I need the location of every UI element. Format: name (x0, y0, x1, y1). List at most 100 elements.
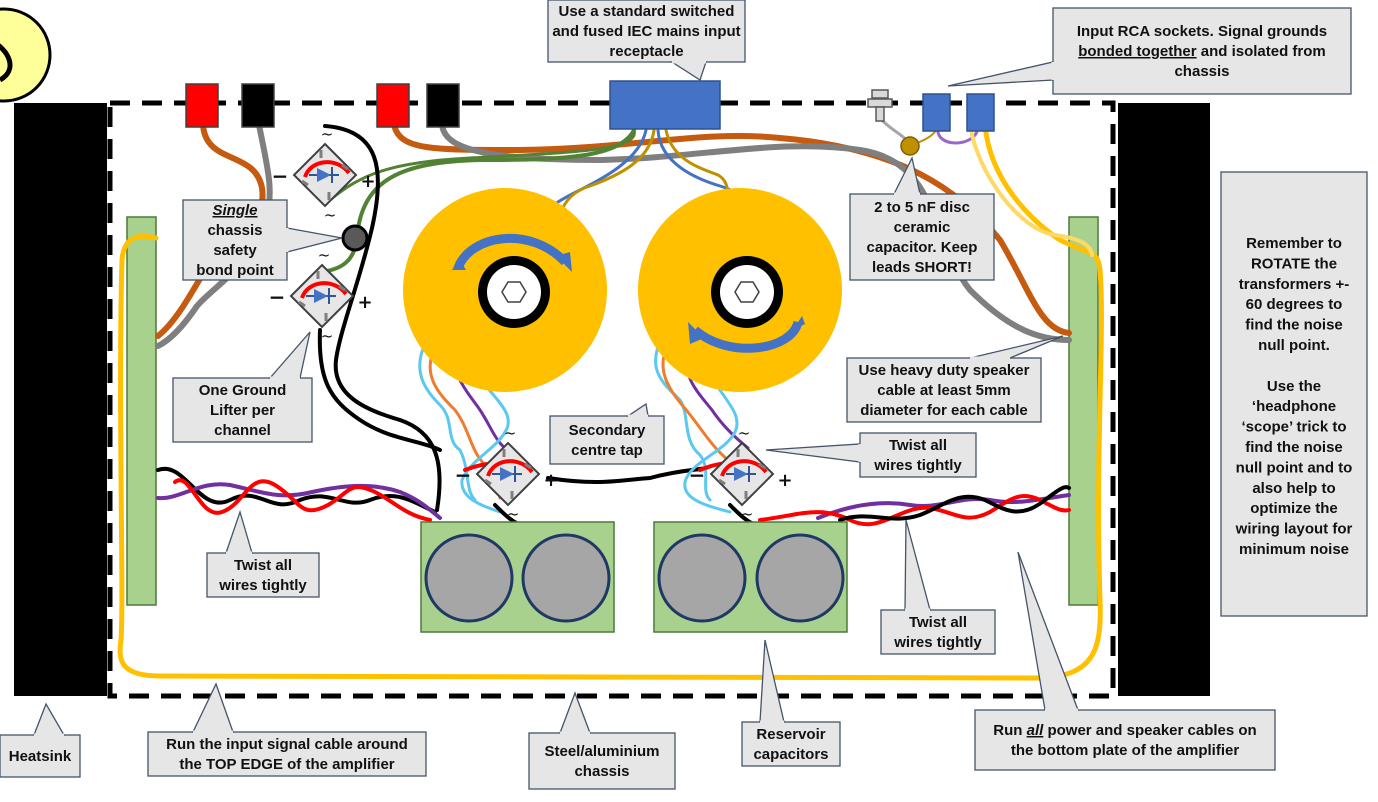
callout-text-line: Twist all (909, 614, 967, 631)
callout-text-line: the TOP EDGE of the amplifier (179, 756, 394, 773)
rectifier-pin (524, 462, 532, 470)
toroidal-transformer-left (403, 188, 607, 392)
callout-pointer (669, 61, 707, 81)
callout-text-line: ‘scope’ trick to (1241, 419, 1346, 436)
rectifier-ac-label: ~ (738, 424, 751, 442)
callout-box (741, 721, 841, 767)
callout-text-line: leads SHORT! (872, 259, 972, 276)
callout-text-line: Use heavy duty speaker (859, 362, 1030, 379)
callout-box (859, 432, 977, 478)
rectifier-lead-red (720, 459, 768, 477)
callout-text-line: chassis (207, 222, 262, 239)
rectifier-ac-label: ~ (507, 505, 520, 523)
callout-box (547, 0, 746, 63)
wire-sec-lightblue-3 (654, 336, 712, 502)
callout-pointer (286, 227, 343, 253)
callout-pointer (33, 702, 66, 736)
callout-text-line: 2 to 5 nF disc (874, 199, 970, 216)
callout-text-line: chassis (1174, 63, 1229, 80)
wire-twist-left-purple (156, 482, 442, 520)
smiley-icon (0, 7, 52, 103)
callout-text-line: Run all power and speaker cables on (993, 722, 1256, 739)
wire-primary-tan-1 (558, 128, 656, 217)
callout-text-line: capacitors (753, 746, 828, 763)
speaker-terminal-left-black (241, 83, 275, 128)
rectifier-pin (298, 300, 306, 308)
wire-ground-black-2 (317, 328, 442, 452)
rectifier-lead-red (486, 459, 534, 477)
rectifier-pin (341, 163, 349, 171)
callout-text-line: safety (213, 242, 257, 259)
rectifier-left-upper: ~~−+ (272, 125, 376, 224)
callout-text-line: optimize the (1250, 500, 1338, 517)
rectifier-pin (338, 284, 346, 292)
rectifier-lead-red (303, 160, 351, 178)
rca-socket-2 (966, 93, 995, 132)
wire-signal-yellow-2 (968, 123, 1094, 257)
wire-earth-green (318, 128, 636, 274)
callout-iec: Use a standard switched and fused IEC mai… (547, 0, 746, 81)
callout-text-line: Steel/aluminium (544, 743, 659, 760)
disc-ceramic-capacitor (900, 136, 920, 156)
callout-text-line: minimum noise (1239, 541, 1349, 558)
callout-pointer (765, 443, 861, 463)
chassis-outline (107, 100, 1116, 699)
callout-text-line: ROTATE the (1251, 255, 1337, 272)
callout-text-line: Run the input signal cable around (166, 736, 408, 753)
callout-input-cable: Run the input signal cable around the TOP… (147, 682, 427, 777)
wire-sec-lightblue-1 (418, 336, 477, 502)
rectifier-minus-label: − (455, 463, 472, 487)
callout-text-line: Twist all (234, 557, 292, 574)
callout-text-line: Use the (1267, 378, 1321, 395)
smiley-icon-detail (0, 43, 13, 83)
callout-text-line: and fused IEC mains input (552, 23, 740, 40)
chassis-bond-point (341, 224, 369, 252)
callout-text-line: bonded together and isolated from (1078, 43, 1326, 60)
wire-twist-right-black (838, 485, 1071, 522)
callout-text-line: Reservoir (756, 726, 825, 743)
callout-rca: Input RCA sockets. Signal grounds bonded … (947, 7, 1352, 95)
callout-text-line: Heatsink (9, 748, 72, 765)
rectifier-ac-label: ~ (321, 125, 334, 143)
callout-box (147, 731, 427, 777)
rotate-arrow-icon (453, 233, 569, 270)
callout-text-line: capacitor. Keep (867, 239, 978, 256)
callout-box (880, 609, 996, 655)
diode-icon (317, 168, 331, 182)
wire-sec-lightblue-4 (683, 358, 739, 514)
callout-text-line: cable at least 5mm (877, 382, 1010, 399)
callout-box (528, 732, 676, 790)
callouts: Use a standard switched and fused IEC mai… (0, 0, 1368, 790)
diode-icon (734, 467, 748, 481)
callout-pointer (559, 691, 591, 734)
wire-twist-left-red (173, 478, 432, 522)
callout-pointer (268, 331, 311, 379)
speaker-terminal-left-red (185, 83, 219, 128)
callout-text-line: bond point (196, 262, 273, 279)
callout-text-line: diameter for each cable (860, 402, 1028, 419)
rectifier-plus-label: + (357, 292, 372, 313)
rotate-arrow-icon (692, 320, 803, 353)
rectifier-right: ~~−+ (689, 424, 793, 523)
capacitor-board-left (420, 521, 615, 633)
callout-text-line: channel (214, 422, 271, 439)
rectifier-pin (484, 478, 492, 486)
callout-text-line: Single (212, 202, 257, 219)
callout-box (206, 552, 320, 598)
callout-pointer (947, 61, 1054, 87)
callout-text-line: Use a standard switched (559, 3, 735, 20)
callout-text-line: find the noise (1245, 317, 1343, 334)
wire-twist-right-red (758, 493, 1071, 527)
callout-text-line: centre tap (571, 442, 643, 459)
speaker-terminal-right-red (376, 83, 410, 128)
callout-pointer (969, 335, 1064, 359)
callout-text-line: Lifter per (210, 402, 275, 419)
callout-text-line: Input RCA sockets. Signal grounds (1077, 23, 1327, 40)
rectifier-lead-red (300, 281, 348, 299)
wiring (117, 116, 1104, 681)
